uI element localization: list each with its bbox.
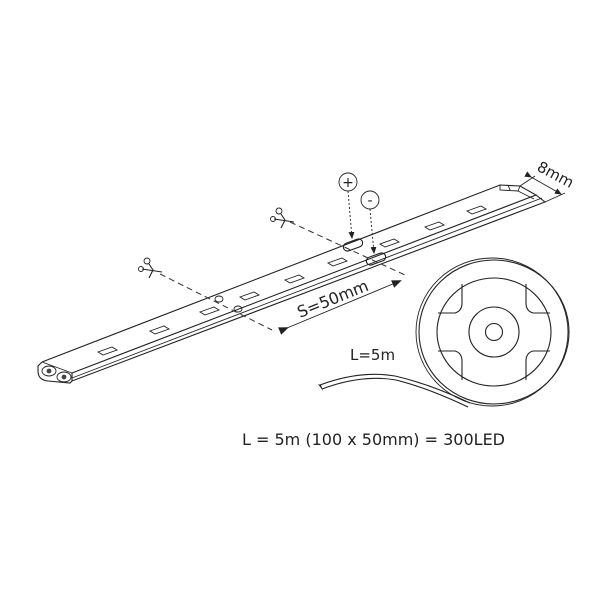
svg-text:+: + bbox=[342, 175, 354, 191]
connector-pins bbox=[41, 365, 72, 383]
reel-length-label: L=5m bbox=[350, 346, 395, 364]
negative-terminal-callout: - bbox=[360, 190, 380, 254]
scissors-icon bbox=[138, 257, 163, 279]
positive-terminal-callout: + bbox=[338, 172, 358, 239]
svg-text:-: - bbox=[367, 193, 372, 209]
cut-line-right bbox=[270, 207, 406, 276]
cut-line-left bbox=[138, 257, 273, 331]
scissors-icon bbox=[270, 207, 295, 229]
led-chips bbox=[96, 205, 488, 356]
width-label: 8mm bbox=[534, 158, 577, 192]
led-strip bbox=[37, 184, 547, 384]
solder-pads-left bbox=[214, 295, 243, 313]
led-strip-reel: L=5m bbox=[318, 257, 570, 408]
width-dimension: 8mm bbox=[519, 158, 577, 203]
formula-label: L = 5m (100 x 50mm) = 300LED bbox=[242, 430, 505, 449]
power-pads bbox=[342, 238, 387, 266]
